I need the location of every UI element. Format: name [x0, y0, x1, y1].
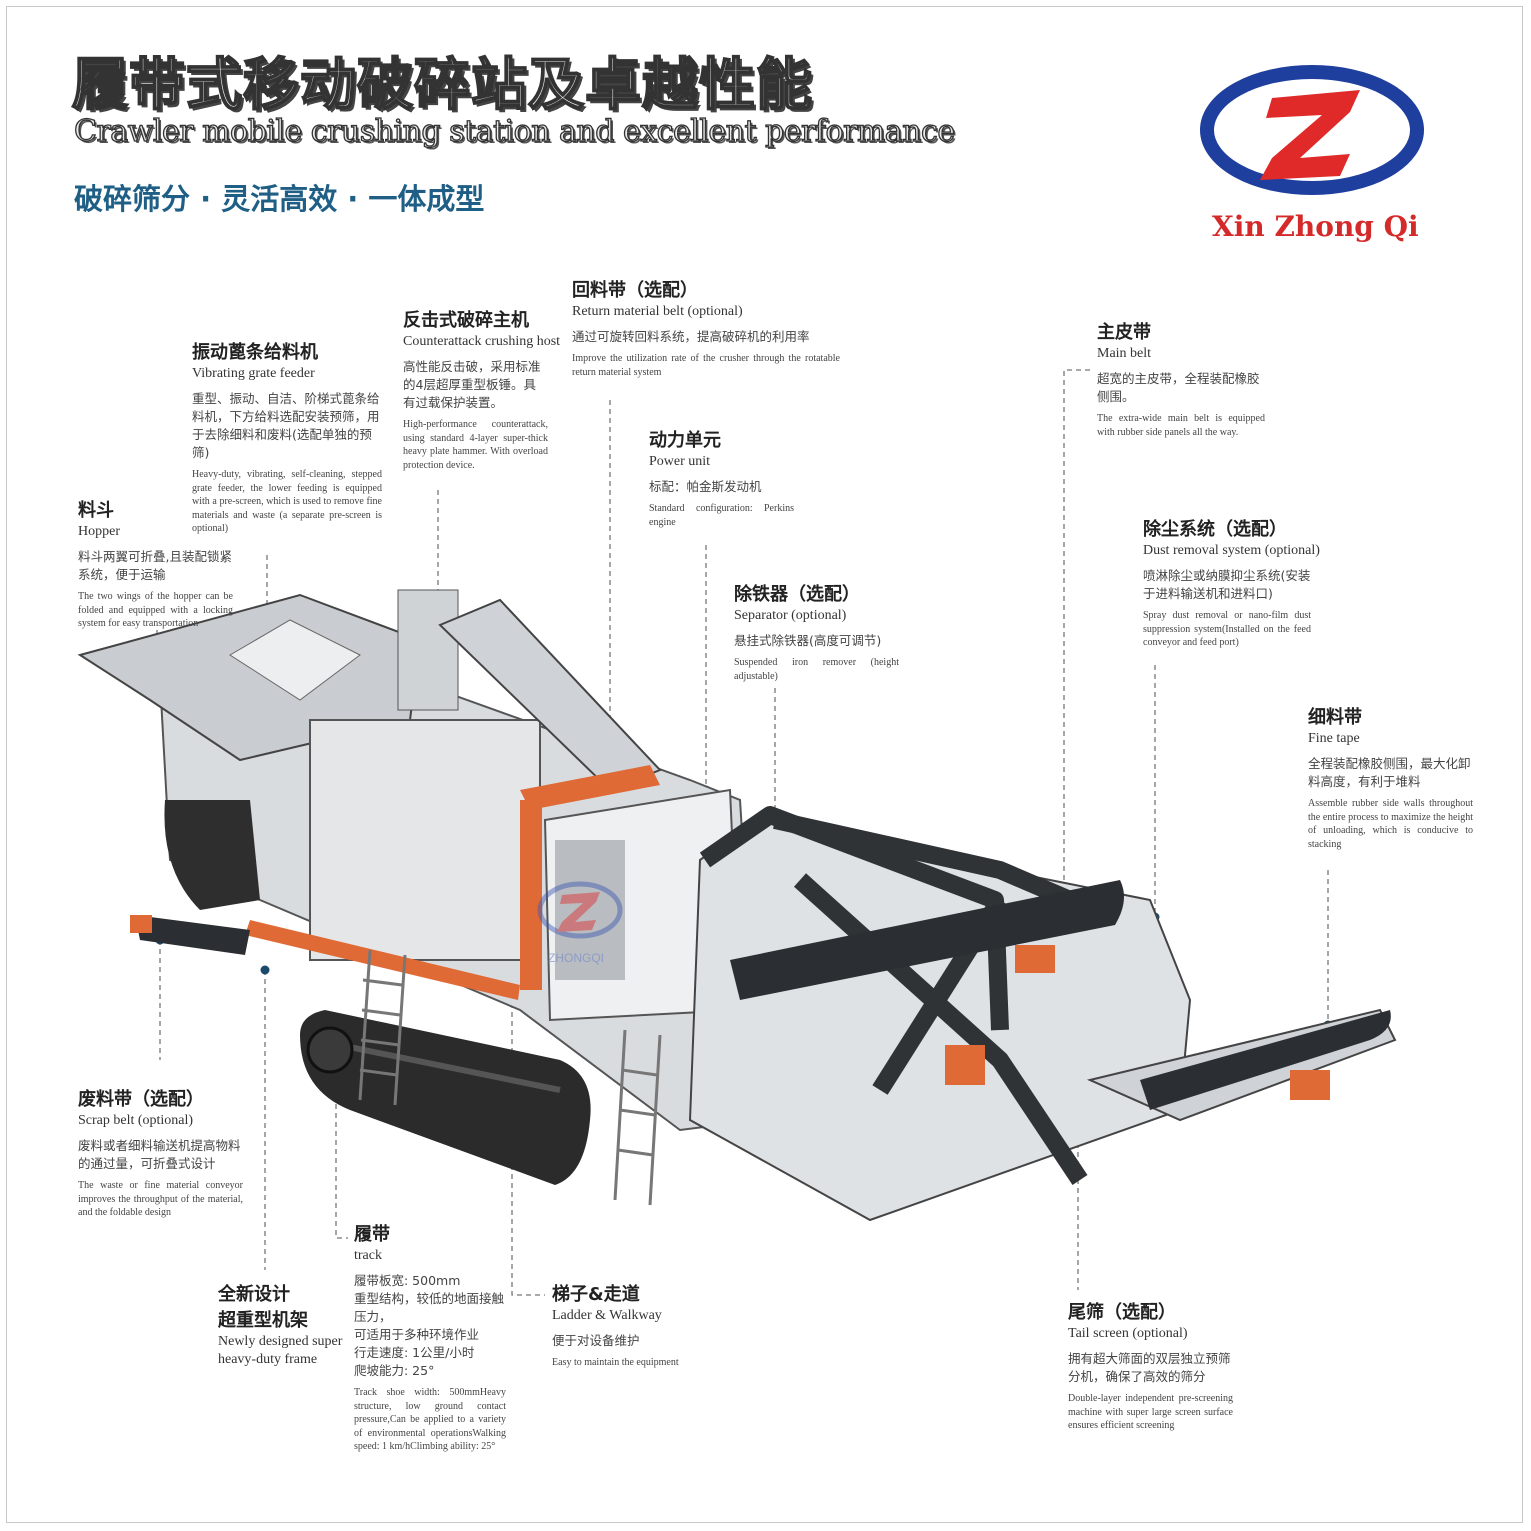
frame-subtitle-line1: Newly designed super — [218, 1334, 343, 1349]
tail-screen-subtitle: Tail screen (optional) — [1068, 1326, 1188, 1341]
ladder-desc-cn: 便于对设备维护 — [552, 1333, 640, 1348]
logo-ring-icon — [1200, 65, 1424, 195]
crusher-desc-cn: 高性能反击破，采用标准的4层超厚重型板锤。具有过载保护装置。 — [403, 359, 541, 410]
scrap-belt-desc-cn: 废料或者细料输送机提高物料的通过量，可折叠式设计 — [78, 1138, 241, 1171]
label-fine-tape: 细料带 Fine tape 全程装配橡胶侧围，最大化卸料高度，有利于堆料 Ass… — [1308, 703, 1473, 851]
dust-removal-desc-cn: 喷淋除尘或纳膜抑尘系统(安装于进料输送机和进料口) — [1143, 568, 1311, 601]
separator-desc-cn: 悬挂式除铁器(高度可调节) — [734, 633, 882, 648]
fine-tape-desc-cn: 全程装配橡胶侧围，最大化卸料高度，有利于堆料 — [1308, 756, 1471, 789]
track-desc-en: Track shoe width: 500mmHeavy structure, … — [354, 1387, 506, 1452]
scrap-belt-title: 废料带（选配） — [78, 1089, 204, 1110]
feeder-title: 振动蓖条给料机 — [192, 342, 318, 363]
fine-tape-title: 细料带 — [1308, 707, 1362, 728]
separator-title: 除铁器（选配） — [734, 584, 860, 605]
crusher-subtitle: Counterattack crushing host — [403, 334, 561, 349]
track-desc-cn: 履带板宽: 500mm 重型结构，较低的地面接触压力， 可适用于多种环境作业 行… — [354, 1272, 506, 1380]
page-title: 履带式移动破碎站及卓越性能 — [71, 52, 813, 119]
fine-tape-desc-en: Assemble rubber side walls throughout th… — [1308, 798, 1473, 850]
ladder-title: 梯子&走道 — [552, 1284, 640, 1305]
crusher-desc-en: High-performance counterattack, using st… — [403, 419, 548, 471]
ladder-desc-en: Easy to maintain the equipment — [552, 1357, 679, 1368]
label-dust-removal: 除尘系统（选配） Dust removal system (optional) … — [1143, 515, 1320, 650]
dust-removal-subtitle: Dust removal system (optional) — [1143, 543, 1320, 558]
label-tail-screen: 尾筛（选配） Tail screen (optional) 拥有超大筛面的双层独… — [1068, 1298, 1233, 1433]
hopper-desc-en: The two wings of the hopper can be folde… — [78, 591, 233, 629]
main-belt-drum — [730, 880, 1124, 1000]
track-desc-line: 爬坡能力: 25° — [354, 1363, 435, 1378]
dust-removal-title: 除尘系统（选配） — [1143, 519, 1287, 540]
hopper-title: 料斗 — [78, 500, 114, 521]
frame-subtitle-line2: heavy-duty frame — [218, 1352, 318, 1367]
orange-motors — [945, 945, 1055, 1085]
page-subtitle: Crawler mobile crushing station and exce… — [73, 113, 955, 149]
scrap-belt-desc-en: The waste or fine material conveyor impr… — [78, 1180, 243, 1218]
return-belt-desc-cn: 通过可旋转回料系统，提高破碎机的利用率 — [572, 329, 810, 344]
return-belt-desc-en: Improve the utilization rate of the crus… — [572, 353, 840, 378]
track-title: 履带 — [354, 1224, 390, 1245]
slogan: 破碎筛分 · 灵活高效 · 一体成型 — [74, 182, 485, 216]
track-desc-line: 履带板宽: 500mm — [354, 1273, 461, 1288]
label-ladder: 梯子&走道 Ladder & Walkway 便于对设备维护 Easy to m… — [552, 1280, 712, 1370]
page-frame — [6, 6, 1523, 1523]
label-main-belt: 主皮带 Main belt 超宽的主皮带，全程装配橡胶侧围。 The extra… — [1097, 318, 1265, 439]
ladders — [358, 949, 662, 1206]
separator-subtitle: Separator (optional) — [734, 608, 847, 623]
label-frame: 全新设计 超重型机架 Newly designed super heavy-du… — [218, 1280, 348, 1368]
power-unit-desc-en: Standard configuration: Perkins engine — [649, 503, 794, 528]
return-belt-subtitle: Return material belt (optional) — [572, 304, 743, 319]
track-subtitle: track — [354, 1248, 382, 1263]
brand-logo — [1200, 65, 1424, 195]
tail-screen-desc-cn: 拥有超大筛面的双层独立预筛分机，确保了高效的筛分 — [1068, 1351, 1231, 1384]
label-feeder: 振动蓖条给料机 Vibrating grate feeder 重型、振动、自洁、… — [192, 338, 382, 536]
power-unit-subtitle: Power unit — [649, 454, 711, 469]
tail-screen-title: 尾筛（选配） — [1068, 1302, 1176, 1323]
brand-name: Xin Zhong Qi — [1212, 210, 1419, 243]
label-crusher: 反击式破碎主机 Counterattack crushing host 高性能反… — [403, 306, 561, 472]
crusher-title: 反击式破碎主机 — [403, 310, 529, 331]
power-unit-title: 动力单元 — [649, 430, 721, 451]
label-scrap-belt: 废料带（选配） Scrap belt (optional) 废料或者细料输送机提… — [78, 1085, 243, 1220]
orange-accents — [245, 765, 660, 1000]
feeder-subtitle: Vibrating grate feeder — [192, 366, 315, 381]
dust-removal-desc-en: Spray dust removal or nano-film dust sup… — [1143, 610, 1311, 648]
power-unit-desc-cn: 标配：帕金斯发动机 — [649, 479, 762, 494]
separator-desc-en: Suspended iron remover (height adjustabl… — [734, 657, 899, 682]
frame-title-line1: 全新设计 — [218, 1284, 290, 1305]
fine-tape-subtitle: Fine tape — [1308, 731, 1360, 746]
main-belt-title: 主皮带 — [1097, 322, 1151, 343]
label-separator: 除铁器（选配） Separator (optional) 悬挂式除铁器(高度可调… — [734, 580, 899, 683]
main-belt-desc-cn: 超宽的主皮带，全程装配橡胶侧围。 — [1097, 371, 1260, 404]
return-belt-title: 回料带（选配） — [572, 280, 698, 301]
track-desc-line: 行走速度: 1公里/小时 — [354, 1345, 475, 1360]
ladder-subtitle: Ladder & Walkway — [552, 1308, 662, 1323]
scrap-belt-subtitle: Scrap belt (optional) — [78, 1113, 194, 1128]
label-return-belt: 回料带（选配） Return material belt (optional) … — [572, 276, 840, 379]
label-track: 履带 track 履带板宽: 500mm 重型结构，较低的地面接触压力， 可适用… — [354, 1220, 506, 1454]
crawler-track — [300, 1010, 591, 1185]
main-belt-subtitle: Main belt — [1097, 346, 1152, 361]
main-belt-desc-en: The extra-wide main belt is equipped wit… — [1097, 413, 1265, 438]
watermark-text: ZHONGQI — [548, 951, 604, 965]
watermark-logo — [537, 881, 623, 939]
tail-screen-desc-en: Double-layer independent pre-screening m… — [1068, 1393, 1233, 1431]
scrap-belt — [135, 915, 250, 955]
crusher-body — [309, 719, 541, 961]
frame-title-line2: 超重型机架 — [218, 1310, 308, 1331]
hopper-desc-cn: 料斗两翼可折叠,且装配锁紧系统，便于运输 — [78, 549, 232, 582]
label-power-unit: 动力单元 Power unit 标配：帕金斯发动机 Standard confi… — [649, 426, 794, 529]
label-hopper: 料斗 Hopper 料斗两翼可折叠,且装配锁紧系统，便于运输 The two w… — [78, 496, 233, 631]
track-desc-line: 重型结构，较低的地面接触压力， — [354, 1291, 505, 1324]
track-desc-line: 可适用于多种环境作业 — [354, 1327, 480, 1342]
feeder-desc-en: Heavy-duty, vibrating, self-cleaning, st… — [192, 469, 382, 534]
hopper-subtitle: Hopper — [78, 524, 120, 539]
logo-z-icon — [1260, 90, 1360, 180]
feeder-desc-cn: 重型、振动、自洁、阶梯式蓖条给料机，下方给料选配安装预筛，用于去除细料和废料(选… — [192, 391, 380, 460]
